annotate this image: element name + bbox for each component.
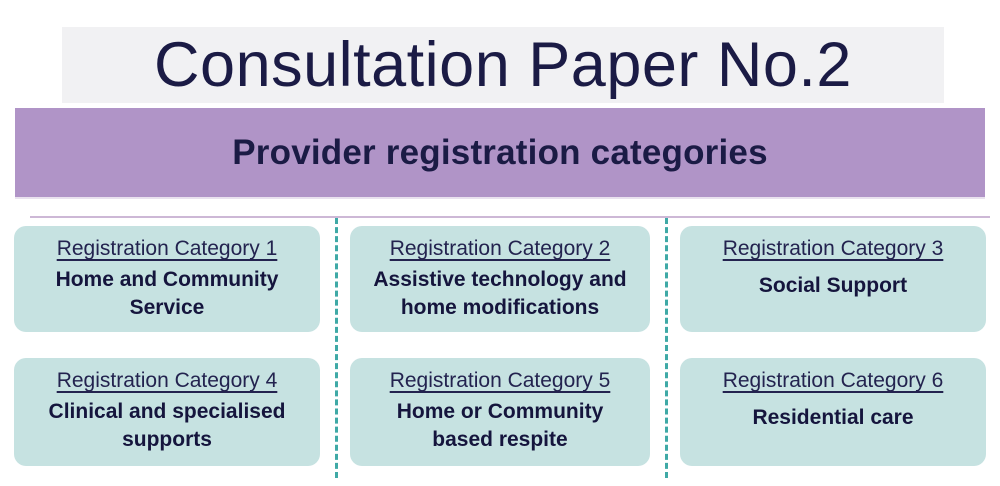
- category-card-5[interactable]: Registration Category 5 Home or Communit…: [350, 358, 650, 466]
- category-name-4: Clinical and specialised supports: [48, 400, 286, 451]
- document-title-band: Consultation Paper No.2: [62, 27, 944, 103]
- category-card-3[interactable]: Registration Category 3 Social Support: [680, 226, 986, 332]
- category-name-5: Home or Community based respite: [396, 400, 604, 451]
- category-card-4[interactable]: Registration Category 4 Clinical and spe…: [14, 358, 320, 466]
- vertical-dashed-divider-1: [335, 218, 338, 478]
- category-name-3: Social Support: [758, 274, 908, 298]
- category-name-6: Residential care: [752, 406, 914, 430]
- section-banner: Provider registration categories: [15, 108, 985, 197]
- section-heading: Provider registration categories: [232, 132, 768, 172]
- category-label-2: Registration Category 2: [389, 237, 611, 260]
- category-label-1: Registration Category 1: [56, 237, 278, 260]
- page-title: Consultation Paper No.2: [154, 29, 852, 100]
- category-name-2: Assistive technology and home modificati…: [373, 268, 627, 319]
- category-name-1: Home and Community Service: [55, 268, 279, 319]
- category-card-2[interactable]: Registration Category 2 Assistive techno…: [350, 226, 650, 332]
- vertical-dashed-divider-2: [665, 218, 668, 478]
- category-card-6[interactable]: Registration Category 6 Residential care: [680, 358, 986, 466]
- category-label-5: Registration Category 5: [389, 369, 611, 392]
- category-label-3: Registration Category 3: [722, 237, 944, 260]
- category-label-4: Registration Category 4: [56, 369, 278, 392]
- category-card-1[interactable]: Registration Category 1 Home and Communi…: [14, 226, 320, 332]
- horizontal-divider: [30, 216, 990, 218]
- category-label-6: Registration Category 6: [722, 369, 944, 392]
